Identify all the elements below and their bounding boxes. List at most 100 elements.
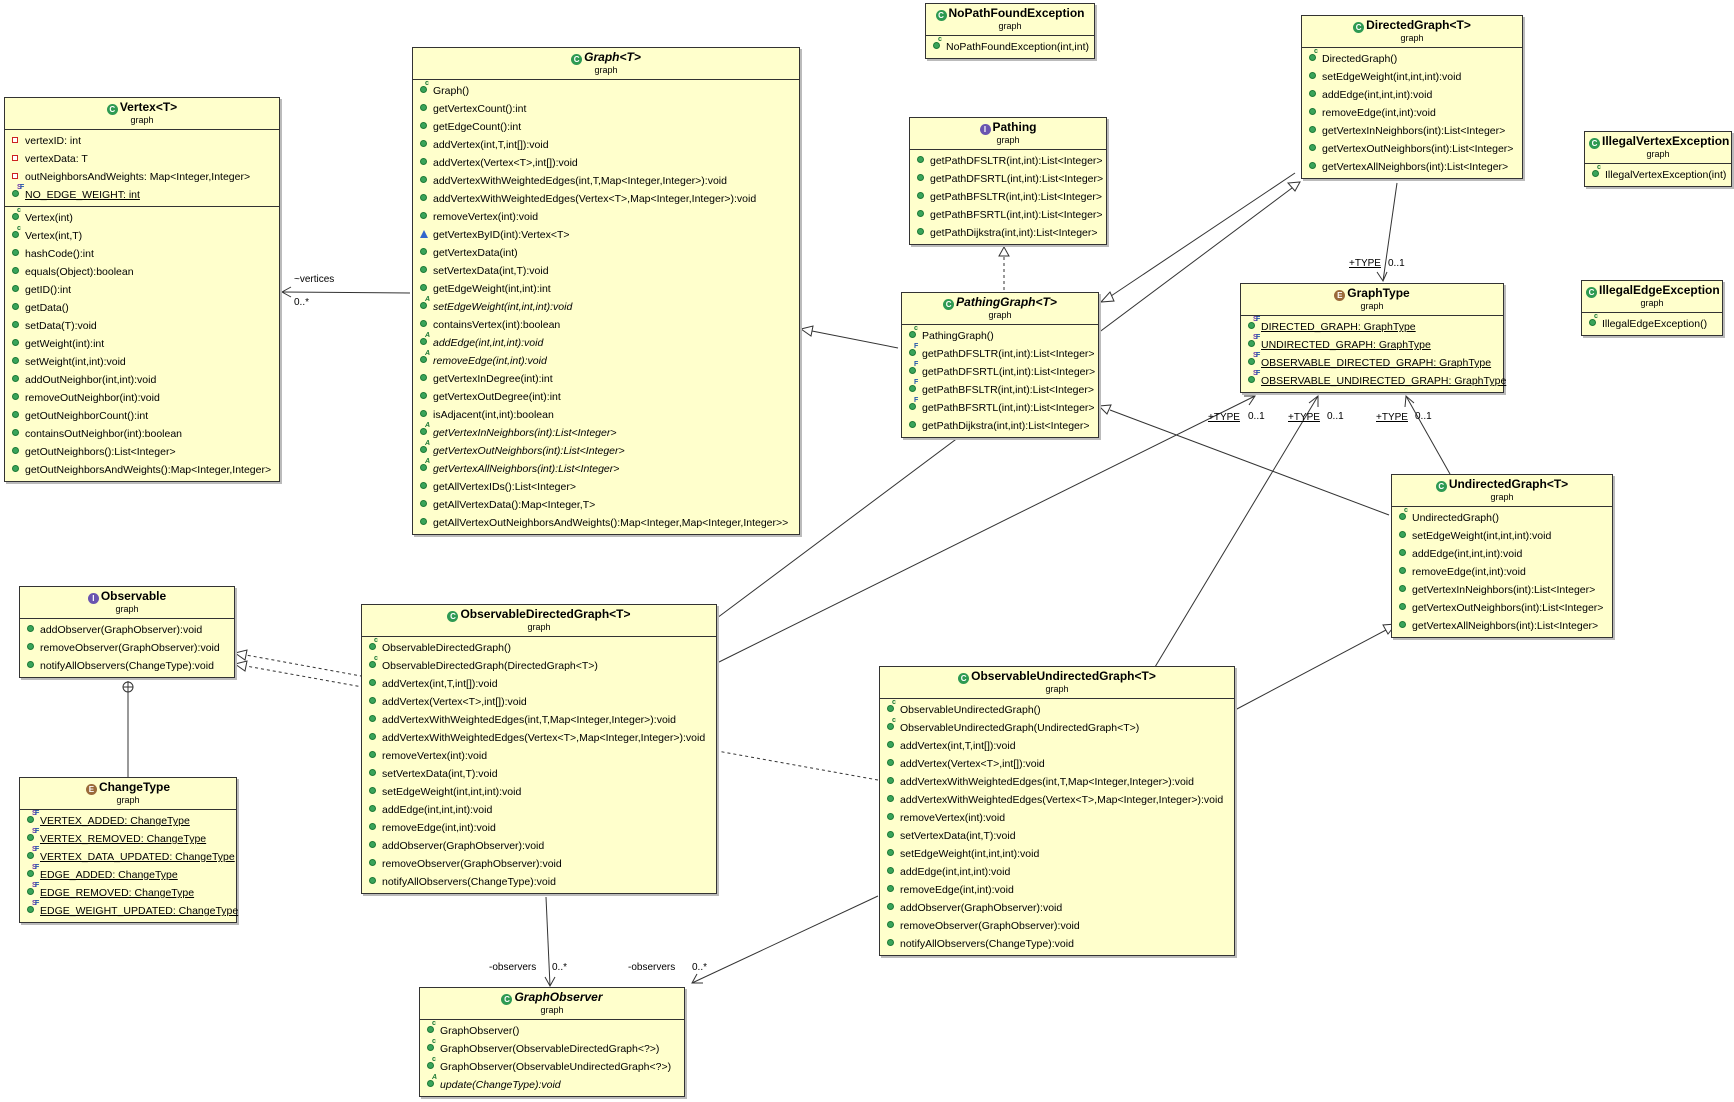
method-row[interactable]: containsVertex(int):boolean (413, 316, 799, 334)
method-row[interactable]: addEdge(int,int,int):void (1302, 86, 1522, 104)
method-row[interactable]: addEdge(int,int,int):void (362, 801, 716, 819)
method-row[interactable]: addVertex(Vertex<T>,int[]):void (413, 154, 799, 172)
field-row[interactable]: vertexID: int (5, 132, 279, 150)
method-row[interactable]: removeEdge(int,int):void (1302, 104, 1522, 122)
method-row[interactable]: getPathDijkstra(int,int):List<Integer> (902, 417, 1098, 435)
method-row[interactable]: addVertexWithWeightedEdges(Vertex<T>,Map… (413, 190, 799, 208)
method-row[interactable]: getVertexByID(int):Vertex<T> (413, 226, 799, 244)
method-row[interactable]: removeEdge(int,int):void (1392, 563, 1612, 581)
method-row[interactable]: removeVertex(int):void (880, 809, 1234, 827)
method-row[interactable]: addEdge(int,int,int):void (1392, 545, 1612, 563)
field-row[interactable]: outNeighborsAndWeights: Map<Integer,Inte… (5, 168, 279, 186)
method-row[interactable]: getData() (5, 299, 279, 317)
method-row[interactable]: setEdgeWeight(int,int,int):void (1302, 68, 1522, 86)
method-row[interactable]: removeObserver(GraphObserver):void (20, 639, 234, 657)
method-row[interactable]: getVertexInNeighbors(int):List<Integer> (1302, 122, 1522, 140)
method-row[interactable]: addVertex(Vertex<T>,int[]):void (880, 755, 1234, 773)
method-row[interactable]: setData(T):void (5, 317, 279, 335)
method-row[interactable]: notifyAllObservers(ChangeType):void (20, 657, 234, 675)
method-row[interactable]: setEdgeWeight(int,int,int):void (880, 845, 1234, 863)
method-row[interactable]: setWeight(int,int):void (5, 353, 279, 371)
method-row[interactable]: addVertex(int,T,int[]):void (880, 737, 1234, 755)
method-row[interactable]: getAllVertexOutNeighborsAndWeights():Map… (413, 514, 799, 532)
method-row[interactable]: addVertexWithWeightedEdges(int,T,Map<Int… (413, 172, 799, 190)
method-row[interactable]: removeObserver(GraphObserver):void (880, 917, 1234, 935)
method-row[interactable]: setVertexData(int,T):void (880, 827, 1234, 845)
method-row[interactable]: getVertexInNeighbors(int):List<Integer> (1392, 581, 1612, 599)
method-row[interactable]: addVertex(int,T,int[]):void (413, 136, 799, 154)
method-row[interactable]: addEdge(int,int,int):void (880, 863, 1234, 881)
method-row[interactable]: getAllVertexData():Map<Integer,T> (413, 496, 799, 514)
method-row[interactable]: hashCode():int (5, 245, 279, 263)
method-row[interactable]: getOutNeighborsAndWeights():Map<Integer,… (5, 461, 279, 479)
method-row[interactable]: isAdjacent(int,int):boolean (413, 406, 799, 424)
method-row[interactable]: addOutNeighbor(int,int):void (5, 371, 279, 389)
method-row[interactable]: getVertexData(int) (413, 244, 799, 262)
method-row[interactable]: removeVertex(int):void (413, 208, 799, 226)
method-row[interactable]: setEdgeWeight(int,int,int):void (362, 783, 716, 801)
method-row[interactable]: equals(Object):boolean (5, 263, 279, 281)
method-row[interactable]: notifyAllObservers(ChangeType):void (880, 935, 1234, 953)
method-row[interactable]: getOutNeighborCount():int (5, 407, 279, 425)
method-row[interactable]: getOutNeighbors():List<Integer> (5, 443, 279, 461)
method-row[interactable]: getPathBFSLTR(int,int):List<Integer> (910, 188, 1106, 206)
method-row[interactable]: getVertexOutDegree(int):int (413, 388, 799, 406)
method-row[interactable]: getPathDFSLTR(int,int):List<Integer> (910, 152, 1106, 170)
method-row[interactable]: getEdgeWeight(int,int):int (413, 280, 799, 298)
method-row[interactable]: addVertexWithWeightedEdges(Vertex<T>,Map… (362, 729, 716, 747)
method-row[interactable]: removeObserver(GraphObserver):void (362, 855, 716, 873)
method-row[interactable]: getVertexInDegree(int):int (413, 370, 799, 388)
method-row[interactable]: setVertexData(int,T):void (362, 765, 716, 783)
method-row[interactable]: removeOutNeighbor(int):void (5, 389, 279, 407)
method-row[interactable]: getPathDijkstra(int,int):List<Integer> (910, 224, 1106, 242)
method-row[interactable]: getPathDFSRTL(int,int):List<Integer> (910, 170, 1106, 188)
method-row[interactable]: removeVertex(int):void (362, 747, 716, 765)
method-row[interactable]: addVertex(Vertex<T>,int[]):void (362, 693, 716, 711)
